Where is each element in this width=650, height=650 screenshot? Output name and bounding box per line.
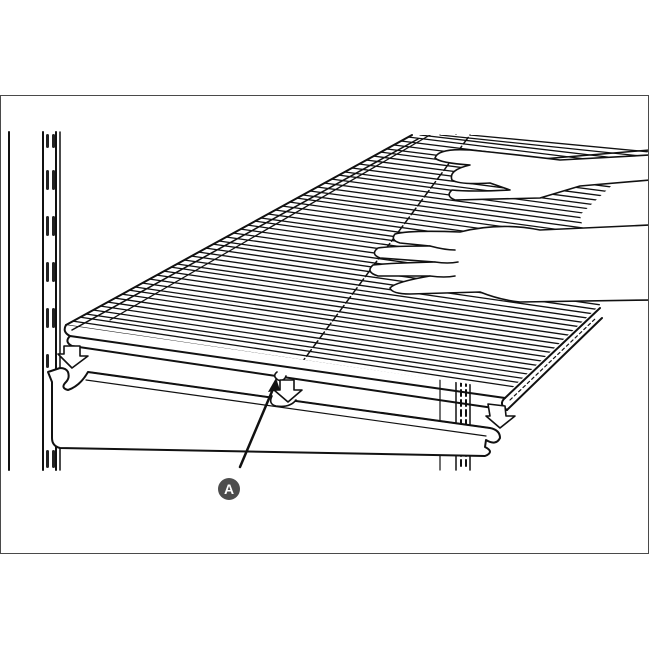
down-arrow-left-icon [57,345,89,369]
left-wall-standard [42,131,61,471]
upper-hand [434,148,648,201]
callout-leader-arrow [238,378,280,469]
down-arrow-right-icon [485,403,516,429]
shelf-bracket [47,367,501,457]
lower-hand [369,224,648,303]
callout-a-label: A [223,481,235,497]
callout-a-badge: A [218,478,240,500]
